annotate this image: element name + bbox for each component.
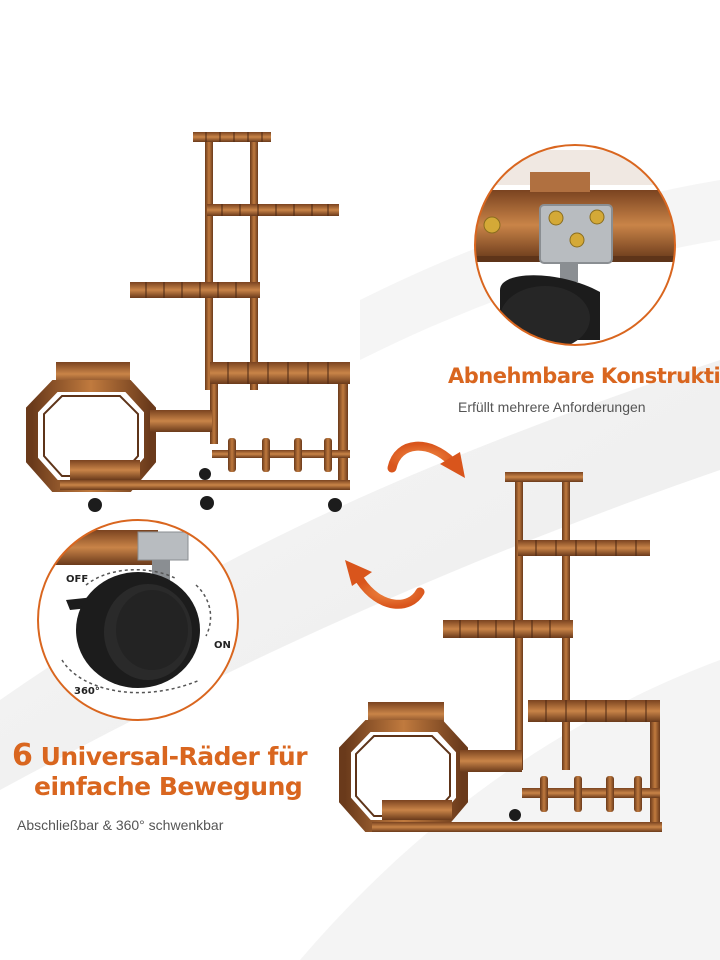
label-on: ON — [214, 640, 231, 651]
caster-wheels-front — [88, 468, 342, 512]
shelf-right-arm — [207, 204, 339, 216]
label-off: OFF — [66, 574, 88, 585]
shelf-right-box — [210, 362, 350, 484]
plant-stand-front-view — [26, 132, 350, 512]
shelf-right-box-alt — [522, 700, 660, 822]
plant-stand-alternate-view — [339, 472, 662, 832]
caster-wheel-alt — [509, 809, 521, 821]
detachable-joint-callout — [474, 144, 676, 346]
wheels-title-line1-text: Universal-Räder für — [32, 742, 308, 771]
base-rail-alt — [372, 822, 662, 832]
octagon-planter-front — [26, 362, 212, 492]
wheels-title-line2: einfache Bewegung — [34, 772, 303, 801]
shelf-right-arm-alt — [518, 540, 650, 556]
shelf-top — [193, 132, 271, 142]
base-rail — [60, 480, 350, 490]
swap-arrows-icon — [345, 441, 465, 609]
wheel-count: 6 — [12, 738, 33, 773]
shelf-left-arm-alt — [443, 620, 573, 638]
detachable-title: Abnehmbare Konstruktion — [448, 364, 720, 388]
detachable-subtitle: Erfüllt mehrere Anforderungen — [458, 399, 646, 415]
wheels-subtitle: Abschließbar & 360° schwenkbar — [17, 817, 224, 833]
wheels-title-line1: 6 Universal-Räder für — [12, 738, 308, 773]
label-360: 360° — [74, 686, 100, 697]
shelf-left-arm — [130, 282, 260, 298]
wheel-callout: OFF ON 360° — [37, 519, 239, 721]
